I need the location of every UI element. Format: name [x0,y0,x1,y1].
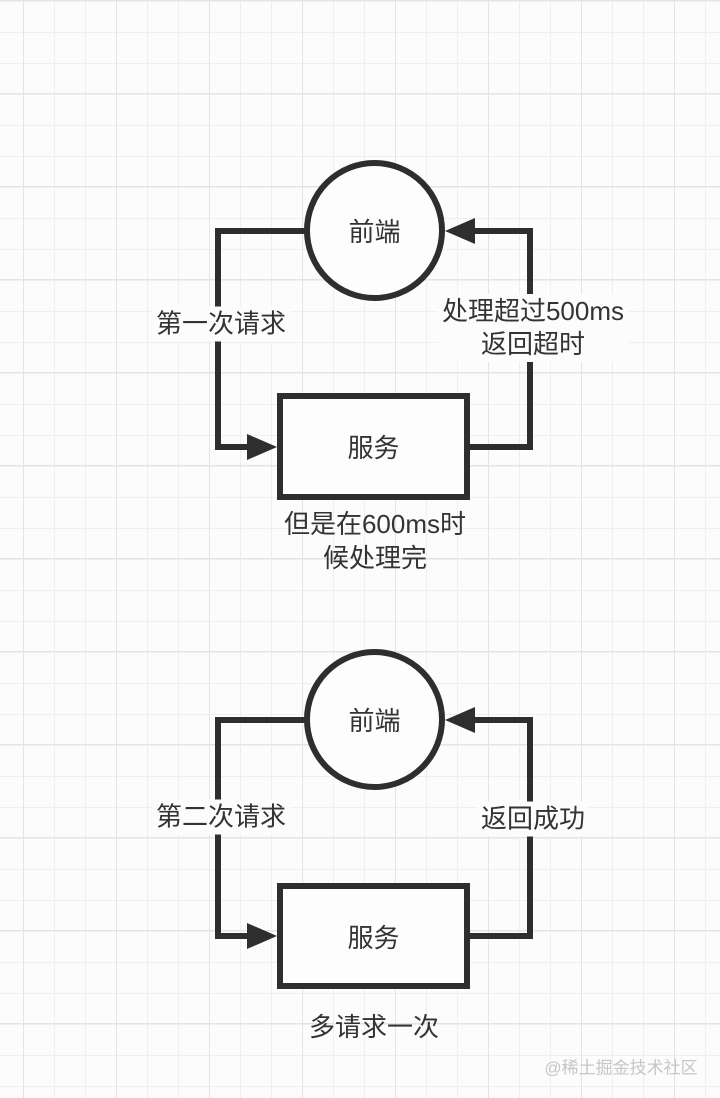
d1-response-connector-bottom-segment [470,444,533,450]
d2-response-connector-top-segment [473,717,533,723]
d2-service-node[interactable]: 服务 [277,883,470,989]
d1-note-label: 但是在600ms时 候处理完 [284,507,466,575]
d1-response-edge-label-line2: 返回超时 [480,329,586,359]
d1-frontend-node[interactable]: 前端 [304,160,445,301]
d1-request-connector-top-segment [215,228,305,234]
d1-note-line2: 候处理完 [322,543,428,573]
d1-arrowhead-right-icon [247,434,277,460]
d2-arrowhead-right-icon [247,923,277,949]
watermark: @稀土掘金技术社区 [544,1058,698,1078]
d2-response-connector-bottom-segment [470,933,533,939]
d1-frontend-node-label: 前端 [348,217,401,247]
d1-service-node[interactable]: 服务 [277,393,470,500]
d2-request-edge-label: 第二次请求 [151,799,291,835]
d1-response-edge-label: 处理超过500ms 返回超时 [437,294,629,362]
d2-service-node-label: 服务 [347,922,400,953]
d2-request-connector-bottom-segment [215,933,251,939]
d1-arrowhead-left-icon [445,218,475,244]
d2-arrowhead-left-icon [445,707,475,733]
d2-request-connector-top-segment [215,717,305,723]
d1-request-edge-label: 第一次请求 [151,306,291,342]
d2-note-label: 多请求一次 [308,1012,440,1042]
d2-response-edge-label: 返回成功 [476,801,590,837]
d1-request-connector-bottom-segment [215,444,251,450]
d1-service-node-label: 服务 [347,433,400,463]
d1-response-connector-top-segment [473,228,533,234]
d2-frontend-node-label: 前端 [348,706,401,736]
d1-response-edge-label-line1: 处理超过500ms [441,296,625,326]
d1-note-line1: 但是在600ms时 [283,509,467,539]
d2-frontend-node[interactable]: 前端 [304,649,445,790]
